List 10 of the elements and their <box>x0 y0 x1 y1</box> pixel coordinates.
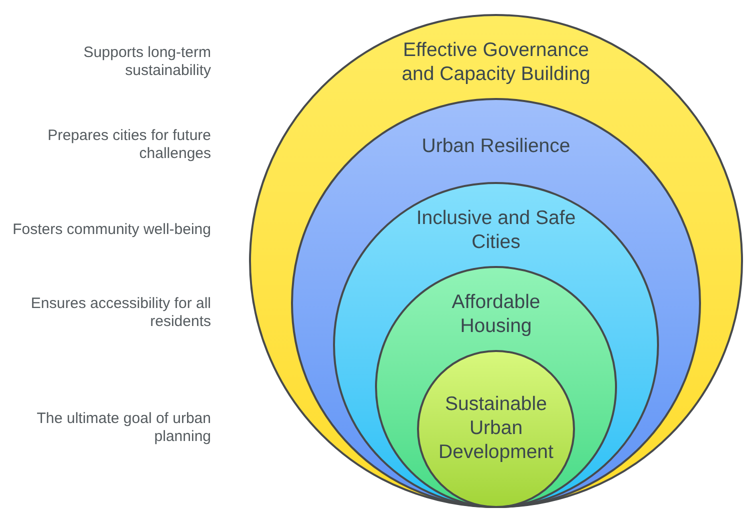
side-note: Fosters community well-being <box>12 221 211 239</box>
side-note: Supports long-term sustainability <box>82 44 211 80</box>
layer-label: Sustainable Urban Development <box>438 392 554 464</box>
layer-label: Urban Resilience <box>420 134 572 158</box>
side-note: The ultimate goal of urban planning <box>36 410 211 446</box>
side-note: Prepares cities for future challenges <box>46 127 211 163</box>
side-note: Ensures accessibility for all residents <box>30 295 211 331</box>
layer-label: Effective Governance and Capacity Building <box>400 38 592 86</box>
layer-label: Inclusive and Safe Cities <box>415 206 577 254</box>
layer-label: Affordable Housing <box>450 290 542 338</box>
